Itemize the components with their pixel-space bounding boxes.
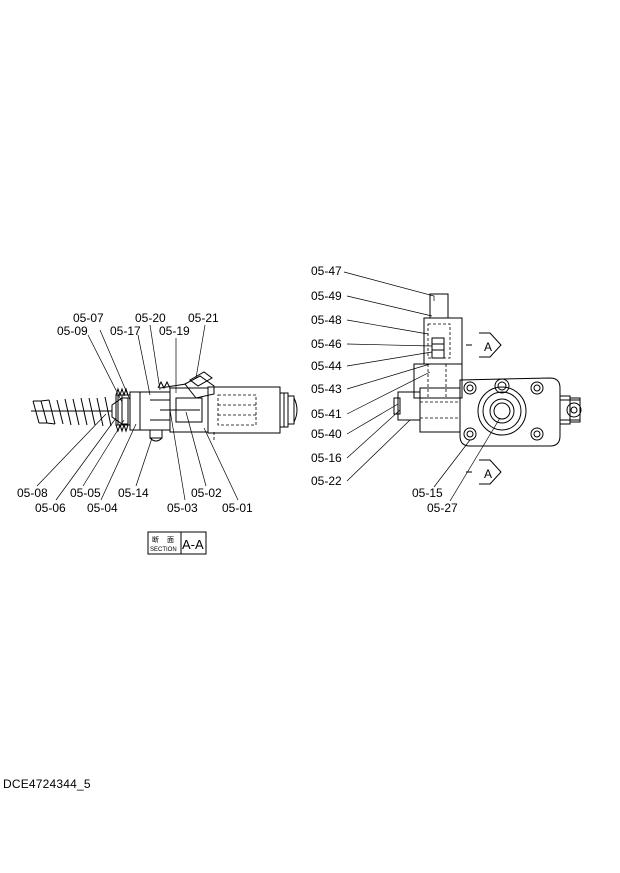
label-05-14: 05-14 (118, 486, 149, 500)
label-05-49: 05-49 (311, 289, 342, 303)
label-05-09: 05-09 (57, 324, 88, 338)
label-05-48: 05-48 (311, 313, 342, 327)
label-05-04: 05-04 (87, 501, 118, 515)
label-05-46: 05-46 (311, 337, 342, 351)
vertical-cartridge (413, 293, 463, 399)
section-word: SECTION (150, 547, 177, 553)
label-05-20: 05-20 (135, 311, 166, 325)
document-id: DCE4724344_5 (3, 777, 91, 791)
label-05-21: 05-21 (188, 311, 219, 325)
left-leader-lines (36, 324, 239, 501)
section-name: A-A (182, 537, 204, 552)
label-05-08: 05-08 (17, 486, 48, 500)
label-05-44: 05-44 (311, 359, 342, 373)
section-a-a-view: 05-07 05-09 05-17 05-20 05-19 05-21 05-0… (17, 311, 298, 555)
section-letter-top: A (484, 340, 492, 354)
label-05-15: 05-15 (412, 486, 443, 500)
label-05-27: 05-27 (427, 501, 458, 515)
label-05-03: 05-03 (167, 501, 198, 515)
label-05-40: 05-40 (311, 427, 342, 441)
label-05-16: 05-16 (311, 451, 342, 465)
side-block (393, 387, 461, 433)
valve-body (129, 386, 298, 434)
section-jp-char-2: 面 (167, 536, 174, 544)
label-05-17: 05-17 (110, 324, 141, 338)
front-view: A A 05-47 05-49 05-48 05-46 05-44 0 (311, 264, 582, 515)
bottom-plug (149, 429, 163, 442)
main-housing (459, 377, 561, 447)
top-fitting (157, 371, 215, 399)
label-05-07: 05-07 (73, 311, 104, 325)
section-jp-char-1: 断 (152, 535, 159, 544)
section-marker-top: A (466, 332, 502, 358)
spring-coil (31, 396, 112, 427)
label-05-01: 05-01 (222, 501, 253, 515)
label-05-41: 05-41 (311, 407, 342, 421)
label-05-22: 05-22 (311, 474, 342, 488)
section-marker-bottom: A (466, 459, 502, 485)
right-leader-lines (343, 271, 501, 502)
section-title-box: 断 面 SECTION A-A (147, 531, 207, 555)
label-05-06: 05-06 (35, 501, 66, 515)
label-05-47: 05-47 (311, 264, 342, 278)
label-05-02: 05-02 (191, 486, 222, 500)
right-port (559, 395, 582, 425)
label-05-05: 05-05 (70, 486, 101, 500)
label-05-19: 05-19 (159, 324, 190, 338)
section-letter-bottom: A (484, 467, 492, 481)
label-05-43: 05-43 (311, 382, 342, 396)
